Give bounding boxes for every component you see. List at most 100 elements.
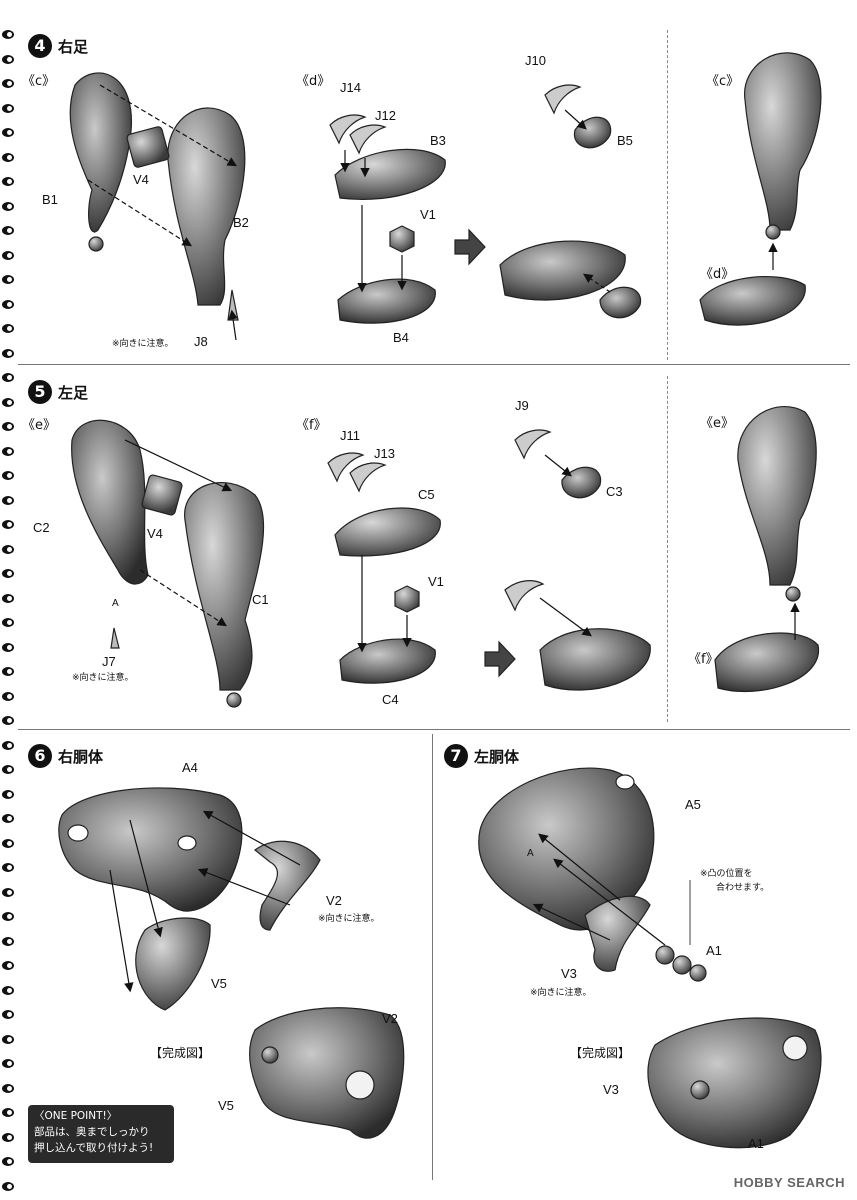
orientation-note: ※向きに注意。 xyxy=(72,673,134,683)
binder-ring xyxy=(2,936,14,946)
sub-label-d: 《d》 xyxy=(296,74,331,89)
binder-ring xyxy=(2,667,14,676)
part-label: J8 xyxy=(194,334,208,349)
binder-ring xyxy=(2,103,14,113)
binder-ring xyxy=(2,422,14,431)
part-label: B2 xyxy=(233,215,249,230)
step-number-7: 7 xyxy=(444,744,468,768)
binder-ring xyxy=(2,152,14,162)
binder-ring xyxy=(2,226,14,235)
orientation-note: ※向きに注意。 xyxy=(318,914,380,924)
binder-ring xyxy=(2,1108,14,1117)
part-label: J7 xyxy=(102,654,116,669)
binder-ring xyxy=(2,985,14,995)
one-point-line: 押し込んで取り付けよう! xyxy=(34,1142,154,1154)
orientation-note: ※向きに注意。 xyxy=(112,339,174,349)
binder-ring xyxy=(2,54,14,64)
part-label: B4 xyxy=(393,330,409,345)
sub-label-c: 《c》 xyxy=(706,74,740,89)
binder-ring xyxy=(2,569,14,578)
binder-ring xyxy=(2,691,14,701)
part-label: V5 xyxy=(211,976,227,991)
binder-ring xyxy=(2,912,14,921)
part-label: J14 xyxy=(340,80,361,95)
binder-ring xyxy=(2,79,14,88)
step-title-6: 右胴体 xyxy=(58,748,104,766)
part-label: C2 xyxy=(33,520,50,535)
sub-label-f: 《f》 xyxy=(688,652,719,667)
sub-label-d: 《d》 xyxy=(700,267,735,282)
part-label: J11 xyxy=(340,428,360,443)
part-label: A1 xyxy=(748,1136,764,1151)
part-label: V3 xyxy=(603,1082,619,1097)
step-number-4: 4 xyxy=(28,34,52,58)
alignment-note: 合わせます。 xyxy=(716,883,770,893)
binder-ring xyxy=(2,961,14,970)
part-label: C1 xyxy=(252,592,269,607)
part-label: C4 xyxy=(382,692,399,707)
divider xyxy=(18,729,850,730)
divider xyxy=(432,734,433,1180)
divider xyxy=(18,364,850,365)
binder-ring xyxy=(2,446,14,456)
sub-label-e: 《e》 xyxy=(700,416,734,431)
part-label: C3 xyxy=(606,484,623,499)
divider xyxy=(667,30,668,360)
part-label: J9 xyxy=(515,398,529,413)
part-label: V2 xyxy=(382,1011,398,1026)
step-number-6: 6 xyxy=(28,744,52,768)
complete-label: 【完成図】 xyxy=(570,1046,631,1060)
binder-ring xyxy=(2,887,14,897)
part-label: J12 xyxy=(375,108,396,123)
part-label: A xyxy=(112,598,119,609)
binder-ring xyxy=(2,299,14,309)
step-number-5: 5 xyxy=(28,380,52,404)
divider xyxy=(667,376,668,722)
part-label: A1 xyxy=(706,943,722,958)
binder-ring xyxy=(2,201,14,211)
part-label: A xyxy=(527,848,534,859)
binder-ring xyxy=(2,1157,14,1166)
binder-ring xyxy=(2,1059,14,1068)
part-label: A4 xyxy=(182,760,198,775)
one-point-box: 〈ONE POINT!〉 部品は、奥までしっかり 押し込んで取り付けよう! xyxy=(28,1105,174,1163)
binder-ring xyxy=(2,324,14,333)
part-label: A5 xyxy=(685,797,701,812)
watermark: HOBBY SEARCH xyxy=(733,1175,845,1190)
binder-ring xyxy=(2,348,14,358)
orientation-note: ※向きに注意。 xyxy=(530,988,592,998)
part-label: B3 xyxy=(430,133,446,148)
sub-label-c: 《c》 xyxy=(22,74,56,89)
part-label: V1 xyxy=(420,207,436,222)
step-title-7: 左胴体 xyxy=(474,748,520,766)
part-label: V4 xyxy=(147,526,163,541)
complete-label: 【完成図】 xyxy=(150,1046,211,1060)
binder-ring xyxy=(2,618,14,627)
one-point-line: 部品は、奥までしっかり xyxy=(34,1126,150,1138)
alignment-note: ※凸の位置を xyxy=(700,869,753,879)
binder-ring xyxy=(2,1010,14,1019)
binder-ring xyxy=(2,863,14,872)
step-title-4: 右足 xyxy=(58,38,89,56)
part-label: V1 xyxy=(428,574,444,589)
binder-ring xyxy=(2,814,14,823)
binder-ring xyxy=(2,373,14,382)
binder-ring xyxy=(2,30,14,39)
binder-ring xyxy=(2,177,14,186)
part-label: C5 xyxy=(418,487,435,502)
binder-ring xyxy=(2,520,14,529)
binder-ring xyxy=(2,789,14,799)
part-label: V4 xyxy=(133,172,149,187)
binder-ring xyxy=(2,1132,14,1142)
binder-ring xyxy=(2,275,14,284)
binder-ring xyxy=(2,1034,14,1044)
part-label: J10 xyxy=(525,53,546,68)
binder-ring xyxy=(2,765,14,774)
sub-label-e: 《e》 xyxy=(22,418,56,433)
step-title-5: 左足 xyxy=(58,384,89,402)
binder-ring xyxy=(2,397,14,407)
binder-ring xyxy=(2,1181,14,1191)
binder-ring xyxy=(2,740,14,750)
binder-ring xyxy=(2,250,14,260)
binder-ring xyxy=(2,838,14,848)
